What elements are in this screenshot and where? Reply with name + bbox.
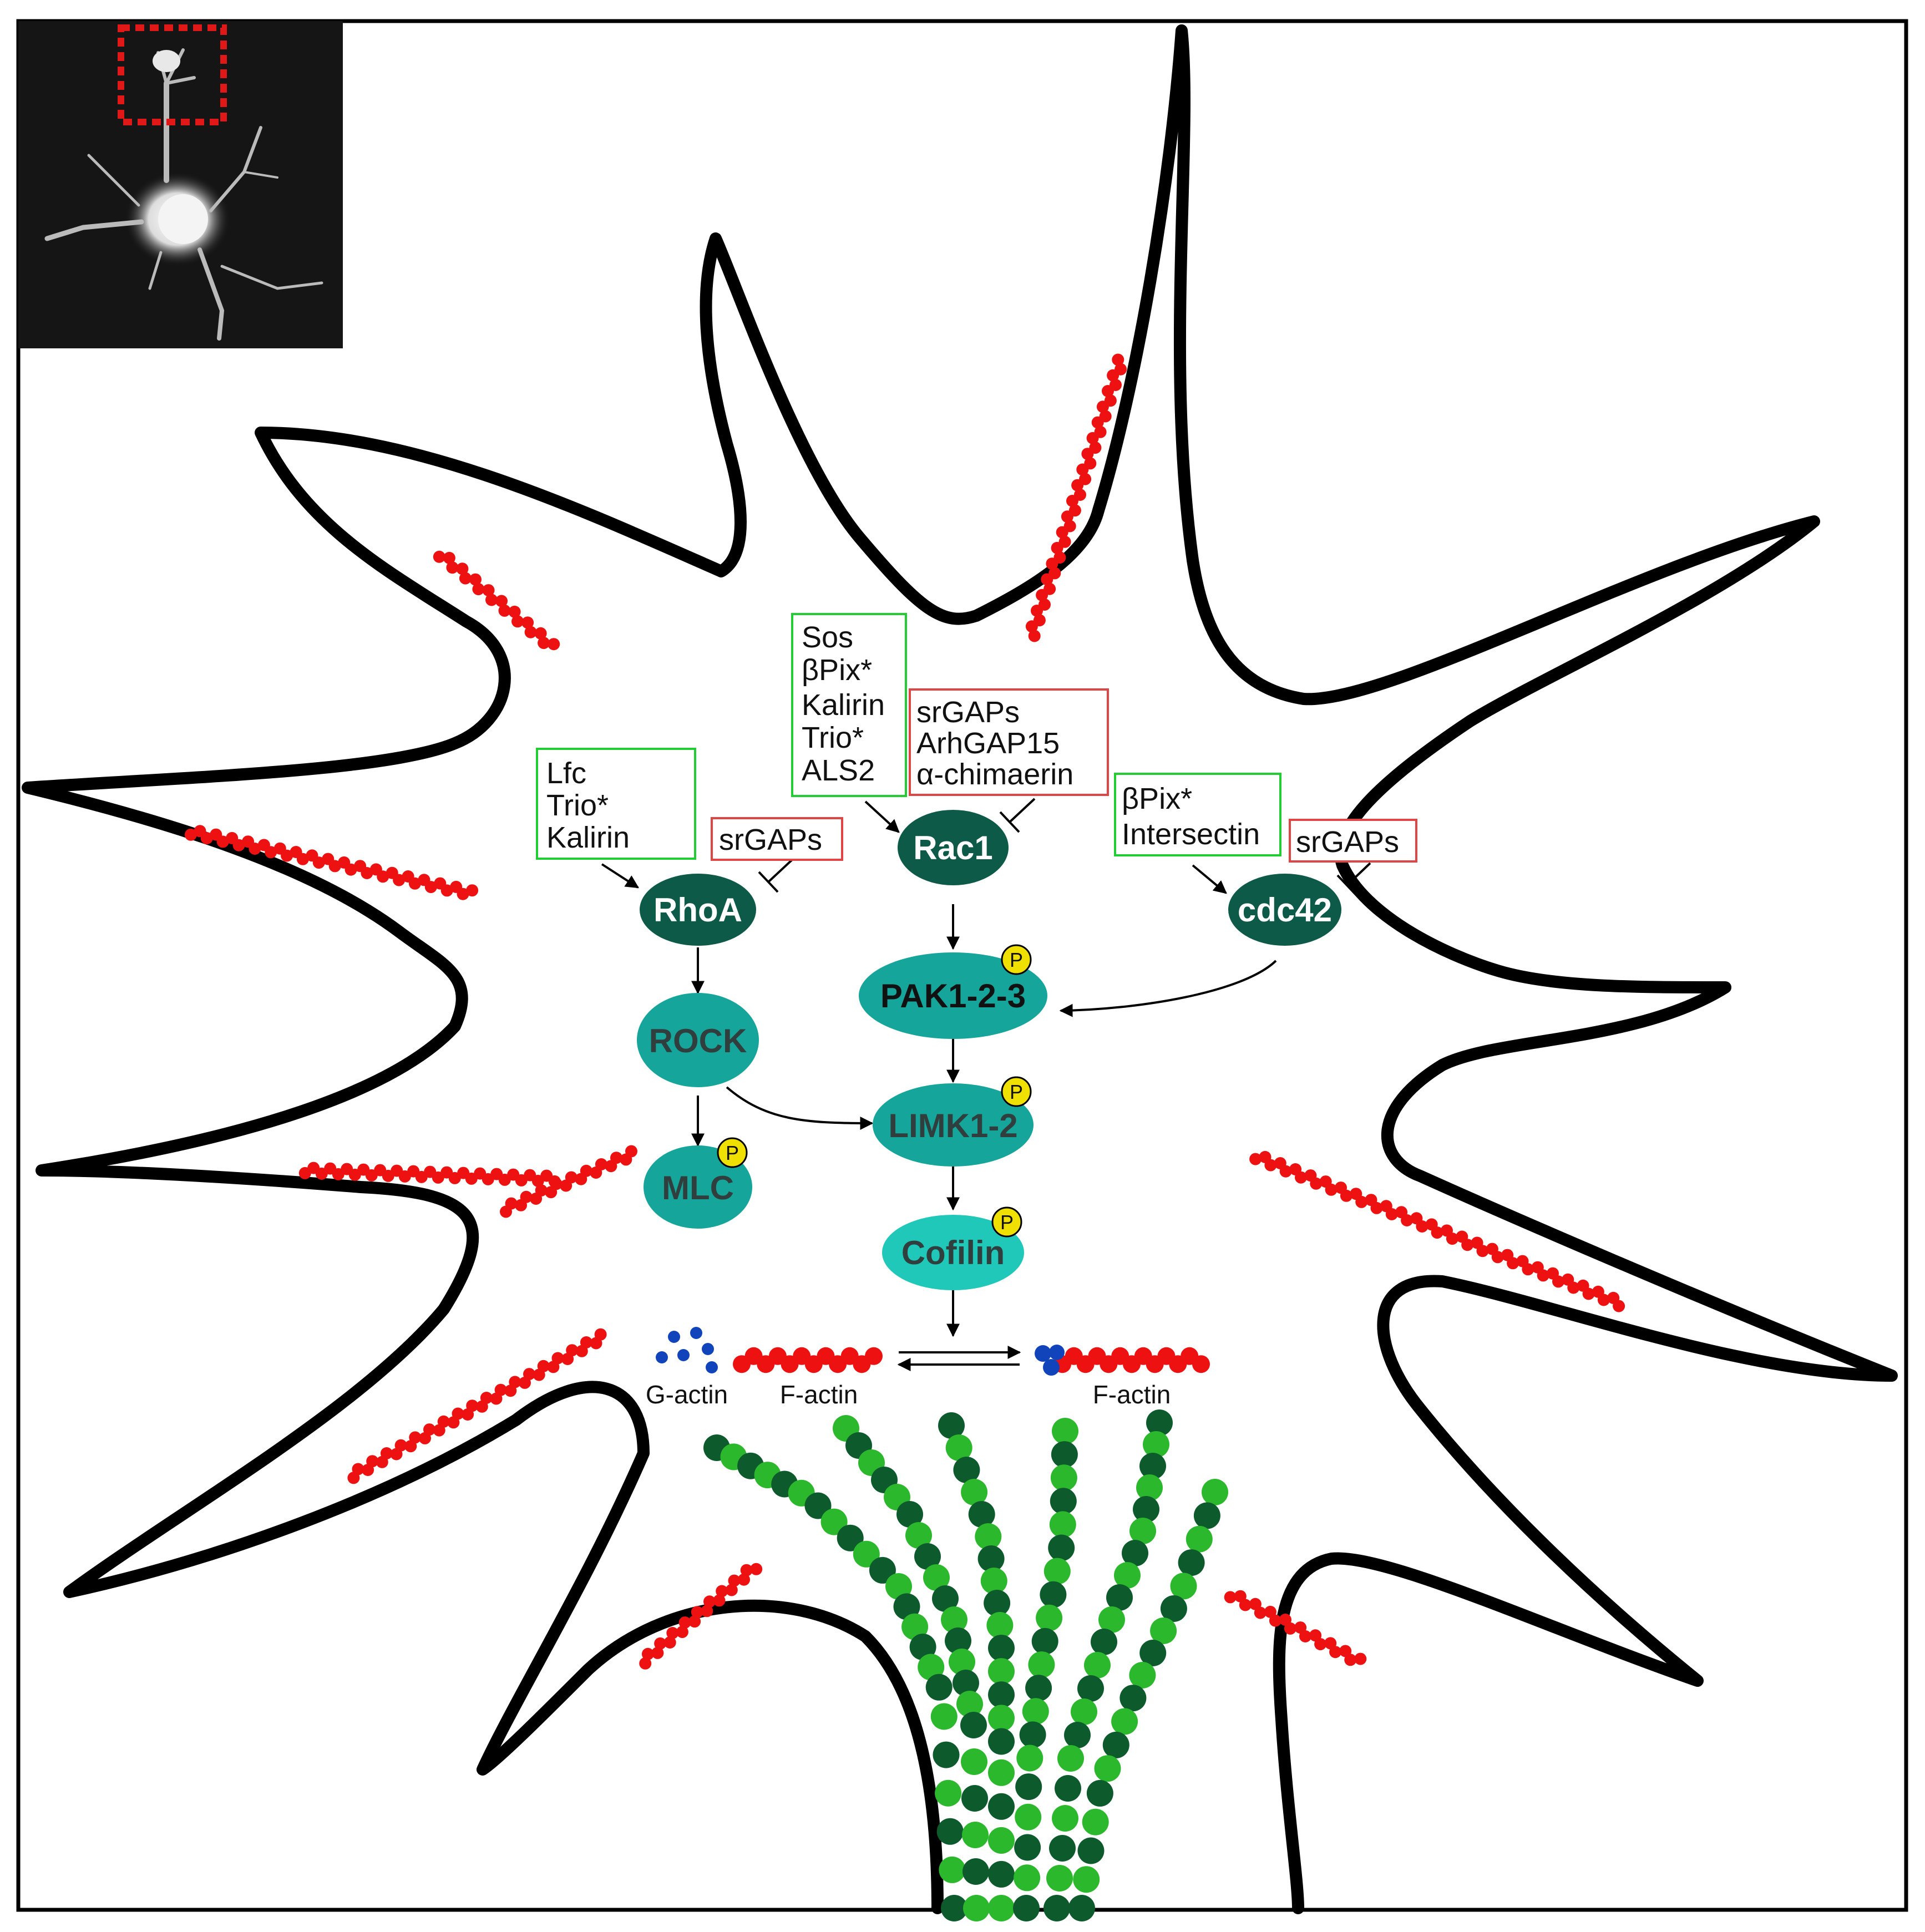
limk-phospho-label: P: [1010, 1081, 1023, 1103]
f-actin-right-subunits: [1053, 1347, 1210, 1373]
rac1-gef-box: Sos βPix* Kalirin Trio* ALS2: [791, 613, 907, 797]
node-cdc42: cdc42: [1228, 874, 1341, 946]
arrow-rac1-gefs-to-rac1: [864, 800, 900, 833]
node-rac1-label: Rac1: [913, 829, 992, 866]
cdc42-gef-2: Intersectin: [1122, 818, 1260, 851]
microtubule-strand: [833, 1415, 990, 1921]
cdc42-gef-box: βPix* Intersectin: [1114, 773, 1281, 856]
rac1-gap-2: ArhGAP15: [916, 727, 1060, 760]
microtubule-strand: [1043, 1409, 1173, 1921]
node-rac1: Rac1: [898, 810, 1009, 885]
inhibit-bar-rac1: [999, 811, 1020, 833]
cdc42-gap-box: srGAPs: [1289, 819, 1417, 863]
inhibit-bar-cdc42: [1336, 874, 1357, 896]
arrow-cdc42-gefs-to-cdc42: [1192, 864, 1227, 894]
pathway-connectors: [601, 798, 1371, 1371]
rac1-gef-5: ALS2: [802, 754, 875, 787]
microtubule-strand: [938, 1412, 1015, 1921]
peripheral-actin-filament: [500, 1145, 637, 1218]
arrow-cdc42-to-pak: [1059, 960, 1277, 1017]
peripheral-actin-filament: [433, 550, 560, 651]
peripheral-actin-filament: [184, 825, 479, 900]
node-cofilin-label: Cofilin: [901, 1234, 1005, 1271]
node-rock: ROCK: [637, 993, 759, 1087]
microtubule-bundle: [703, 1409, 1228, 1921]
peripheral-actin-filaments: [184, 353, 1625, 1670]
f-actin-right-label: F-actin: [1093, 1380, 1171, 1409]
node-mlc: MLC P: [644, 1137, 752, 1229]
rac1-gap-box: srGAPs ArhGAP15 α-chimaerin: [909, 688, 1109, 796]
inhibit-srgaps-to-rhoa: [767, 858, 794, 883]
node-limk: LIMK1-2 P: [873, 1076, 1034, 1167]
microtubule-strand: [1013, 1418, 1078, 1921]
bound-g-actin: [1043, 1359, 1060, 1376]
rac1-gef-2: βPix*: [802, 653, 872, 687]
rhoa-gef-2: Trio*: [546, 789, 609, 822]
cofilin-phospho-label: P: [1000, 1211, 1014, 1234]
peripheral-actin-filament: [1224, 1590, 1367, 1666]
rhoa-gap-box: srGAPs: [711, 817, 843, 861]
inset-micrograph: [18, 21, 343, 348]
rac1-gap-3: α-chimaerin: [916, 758, 1073, 791]
mlc-phospho-label: P: [726, 1142, 739, 1164]
arrow-rhoa-gefs-to-rhoa: [601, 863, 640, 889]
node-cdc42-label: cdc42: [1238, 891, 1332, 929]
arrow-rock-to-limk: [726, 1086, 874, 1130]
rhoa-gef-3: Kalirin: [546, 821, 630, 854]
f-actin-left-label: F-actin: [780, 1380, 858, 1409]
inhibit-bar-rhoa: [758, 871, 779, 893]
peripheral-actin-filament: [639, 1563, 763, 1670]
peripheral-actin-filament: [347, 1328, 607, 1484]
rhoa-gef-box: Lfc Trio* Kalirin: [536, 748, 696, 860]
cdc42-gef-1: βPix*: [1122, 782, 1192, 815]
node-rock-label: ROCK: [649, 1022, 747, 1059]
node-cofilin: Cofilin P: [882, 1206, 1024, 1290]
mlc-phospho-badge: [717, 1137, 748, 1168]
node-pak-label: PAK1-2-3: [880, 977, 1026, 1015]
growth-cone-outline: [22, 24, 1898, 1914]
g-actin-label: G-actin: [646, 1380, 728, 1409]
inhibit-srgaps-to-rac1: [1009, 798, 1036, 823]
peripheral-actin-filament: [1249, 1150, 1625, 1312]
rac1-gef-3: Kalirin: [802, 688, 885, 722]
node-mlc-label: MLC: [662, 1169, 734, 1206]
microtubule-strand: [703, 1434, 967, 1921]
pak-phospho-label: P: [1010, 949, 1023, 971]
pak-phospho-badge: [1001, 944, 1032, 975]
rhoa-gef-1: Lfc: [546, 757, 586, 790]
inset-selection-box: [118, 24, 227, 125]
rac1-gef-1: Sos: [802, 621, 853, 654]
peripheral-actin-filament: [298, 1162, 561, 1188]
microtubule-strand: [1068, 1479, 1228, 1921]
inhibit-srgaps-to-cdc42: [1346, 862, 1371, 886]
rhoa-gap-1: srGAPs: [719, 823, 822, 856]
peripheral-actin-filament: [1025, 353, 1127, 642]
limk-phospho-badge: [1001, 1076, 1032, 1107]
cdc42-gap-1: srGAPs: [1296, 825, 1399, 859]
rac1-gef-4: Trio*: [802, 721, 864, 754]
node-rhoa: RhoA: [640, 874, 756, 946]
f-actin-left-filament: [733, 1347, 883, 1373]
bound-g-actin: [1049, 1345, 1065, 1360]
g-actin-monomers: [656, 1327, 718, 1373]
bound-g-actin: [1035, 1345, 1051, 1362]
f-actin-left-subunits: [733, 1347, 883, 1373]
node-pak: PAK1-2-3 P: [859, 944, 1047, 1039]
rac1-gap-1: srGAPs: [916, 696, 1020, 729]
cofilin-phospho-badge: [991, 1206, 1022, 1238]
f-actin-right-filament: [1035, 1345, 1210, 1376]
actin-dynamics: G-actin F-actin F-actin: [646, 1327, 1210, 1409]
node-limk-label: LIMK1-2: [888, 1107, 1017, 1144]
node-rhoa-label: RhoA: [654, 891, 742, 929]
